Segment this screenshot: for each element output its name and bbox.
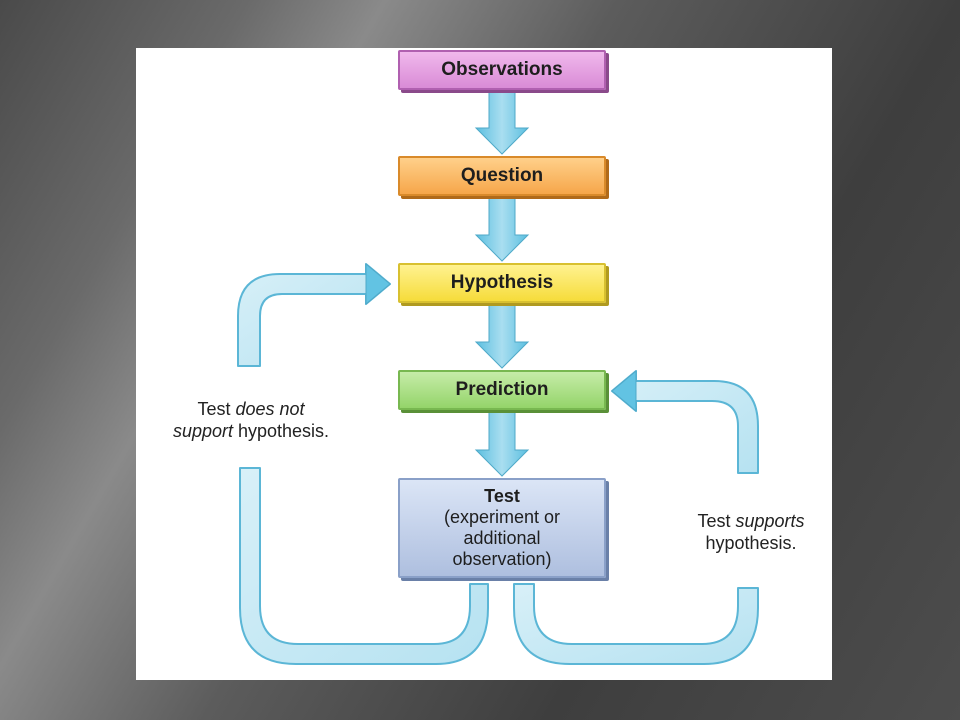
hypothesis-label: Hypothesis [450, 272, 554, 293]
left-label-em1: does not [235, 399, 305, 419]
test-line-1: (experiment or [443, 507, 561, 527]
supports-label: Test supports hypothesis. [651, 510, 851, 554]
down-arrow-2 [474, 196, 530, 262]
prediction-box: Prediction [398, 370, 606, 410]
flow-arrows [237, 89, 759, 665]
right-label-pre: Test [697, 511, 736, 531]
observations-label: Observations [441, 59, 563, 80]
left-feedback-arrow [237, 262, 391, 367]
test-line-2: additional [463, 528, 541, 548]
observations-box: Observations [398, 50, 606, 90]
down-arrow-3 [474, 303, 530, 369]
test-title: Test [484, 486, 520, 506]
down-arrow-1 [474, 89, 530, 155]
does-not-support-label: Test does not support hypothesis. [136, 398, 366, 442]
test-box: Test (experiment or additional observati… [398, 478, 606, 578]
prediction-label: Prediction [455, 379, 549, 400]
question-box: Question [398, 156, 606, 196]
left-label-pre: Test [197, 399, 236, 419]
left-label-post: hypothesis. [232, 421, 330, 441]
right-label-em: supports [735, 511, 805, 531]
left-label-em2: support [172, 421, 233, 441]
down-arrow-4 [474, 410, 530, 477]
test-line-3: observation) [452, 549, 552, 569]
right-feedback-arrow [611, 369, 759, 474]
left-u-tube [239, 467, 489, 665]
diagram-panel: Observations Question Hypothesis Predict… [136, 48, 832, 680]
hypothesis-box: Hypothesis [398, 263, 606, 303]
question-label: Question [460, 165, 544, 186]
right-label-line2: hypothesis. [705, 533, 797, 553]
right-u-tube [513, 583, 759, 665]
